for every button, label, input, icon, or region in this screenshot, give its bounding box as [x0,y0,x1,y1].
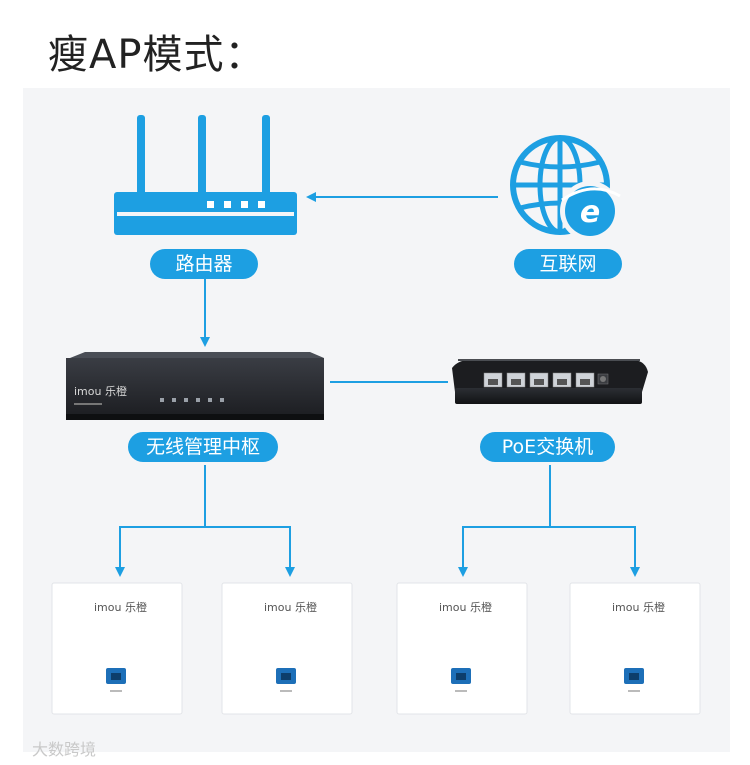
controller-device-icon: imou 乐橙 [66,352,324,420]
controller-label: 无线管理中枢 [128,432,278,462]
ap-panel-1: imou 乐橙 [51,582,183,715]
router-icon [114,115,297,235]
controller-logo: imou 乐橙 [74,384,127,398]
switch-to-ap4-arrow [550,526,640,577]
ap-logo: imou 乐橙 [439,600,492,614]
connections [115,192,640,577]
controller-to-ap1-arrow [115,465,206,577]
switch-to-ap3-arrow [458,465,551,577]
ap-panel-2: imou 乐橙 [221,582,353,715]
router-label: 路由器 [150,249,258,279]
ap-panel-3: imou 乐橙 [396,582,528,715]
ap-logo: imou 乐橙 [612,600,665,614]
ap-logo: imou 乐橙 [264,600,317,614]
svg-text:e: e [580,195,600,230]
internet-label: 互联网 [514,249,622,279]
poe-switch-label: PoE交换机 [480,432,615,462]
internet-globe-icon: e [510,135,621,241]
page-title: 瘦AP模式： [48,32,266,78]
ap-logo: imou 乐橙 [94,600,147,614]
ap-panel-4: imou 乐橙 [569,582,701,715]
poe-switch-icon [452,359,648,404]
controller-to-ap2-arrow [205,526,295,577]
watermark: 大数跨境 [32,740,97,759]
